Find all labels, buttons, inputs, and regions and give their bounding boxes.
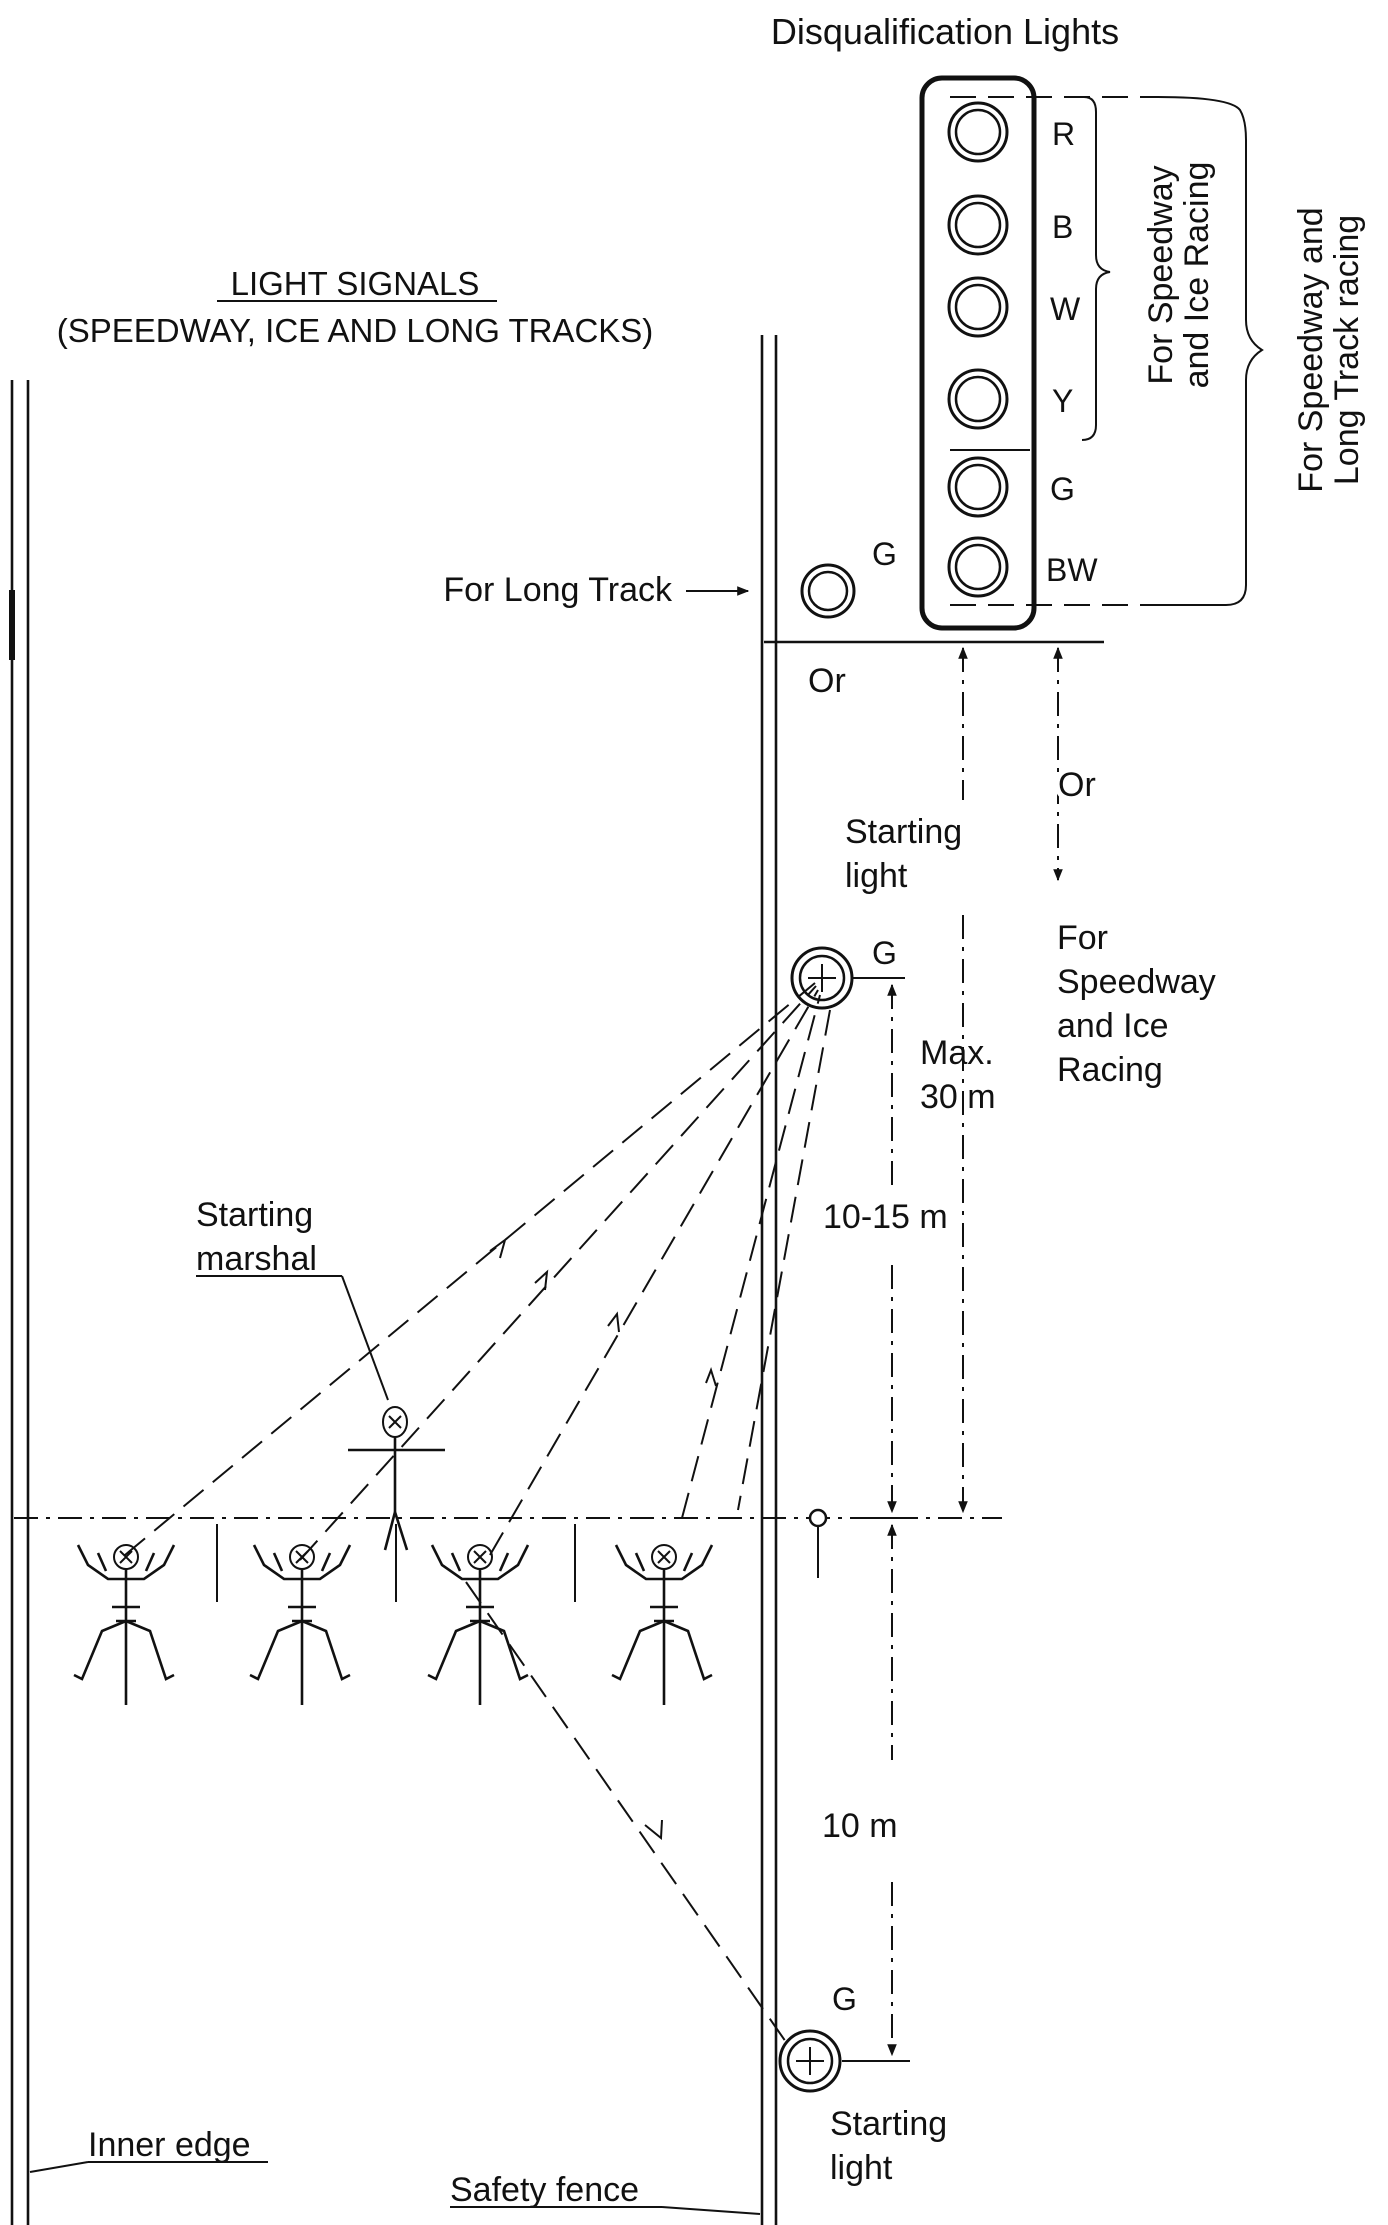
light-label-r: R [1052,116,1075,152]
distance-10-label: 10 m [822,1807,898,1845]
start-line-post [808,1508,828,1578]
brace-speedway-ice-label: For Speedway and Ice Racing [1142,162,1216,389]
brace-speedway-ice-line2: and Ice Racing [1178,162,1216,389]
safety-fence-line [760,335,778,2225]
heading: LIGHT SIGNALS [231,265,480,302]
inner-edge-leader [29,2161,89,2173]
speedway-ice-label-4: Racing [1057,1051,1163,1089]
brace-speedway-ice-line1: For Speedway [1142,165,1180,384]
sight-line-arrows [489,1237,717,1841]
long-track-light [800,563,856,619]
light-label-b: B [1052,209,1073,245]
light-red [947,101,1009,163]
brace-speedway-long-line1: For Speedway and [1292,207,1330,492]
light-label-w: W [1050,291,1081,327]
light-black-white [947,536,1009,598]
light-label-y: Y [1052,383,1073,419]
inner-edge-line [9,380,30,2225]
sight-lines [124,982,831,2056]
brace-speedway-long-label: For Speedway and Long Track racing [1292,207,1366,492]
starting-light-top-label-2: light [845,857,908,895]
starting-light-bottom-letter: G [832,1981,857,2017]
distance-10-15-label: 10-15 m [823,1198,948,1236]
long-track-light-letter: G [872,536,897,572]
diagram-title: Disqualification Lights [771,11,1119,52]
rider-gate-1 [72,1543,176,1707]
starting-marshal-leader [341,1275,389,1401]
starting-light-bottom-label-1: Starting [830,2105,947,2143]
subheading: (SPEEDWAY, ICE AND LONG TRACKS) [57,312,654,349]
safety-fence-label: Safety fence [450,2171,639,2209]
starting-light-bottom-label-2: light [830,2149,893,2187]
inner-edge-label: Inner edge [88,2126,251,2164]
light-yellow [947,368,1009,430]
speedway-ice-label-3: and Ice [1057,1007,1169,1045]
or-label-1: Or [808,662,846,700]
speedway-ice-label-1: For [1057,919,1108,957]
light-label-g: G [1050,471,1075,507]
light-label-bw: BW [1046,552,1098,588]
starting-marshal-label-1: Starting [196,1196,313,1234]
brace-speedway-ice [1081,96,1111,441]
light-white [947,276,1009,338]
starting-light-bottom [778,2029,842,2093]
starting-light-top [790,946,854,1010]
rider-gate-3 [426,1543,530,1707]
starting-marshal-label-2: marshal [196,1240,317,1278]
starting-light-top-label-1: Starting [845,813,962,851]
safety-fence-leader [661,2206,761,2215]
long-track-label: For Long Track [443,571,673,609]
max-distance-label-1: Max. [920,1034,994,1072]
brace-speedway-long [1157,96,1264,606]
brace-speedway-long-line2: Long Track racing [1328,215,1366,485]
max-distance-label-2: 30 m [920,1078,996,1116]
starting-light-top-letter: G [872,935,897,971]
speedway-ice-label-2: Speedway [1057,963,1216,1001]
rider-gate-4 [610,1543,714,1707]
light-blue [947,194,1009,256]
rider-gate-2 [248,1543,352,1707]
light-green [947,456,1009,518]
starting-marshal-figure [348,1406,445,1551]
or-label-2: Or [1058,766,1096,804]
